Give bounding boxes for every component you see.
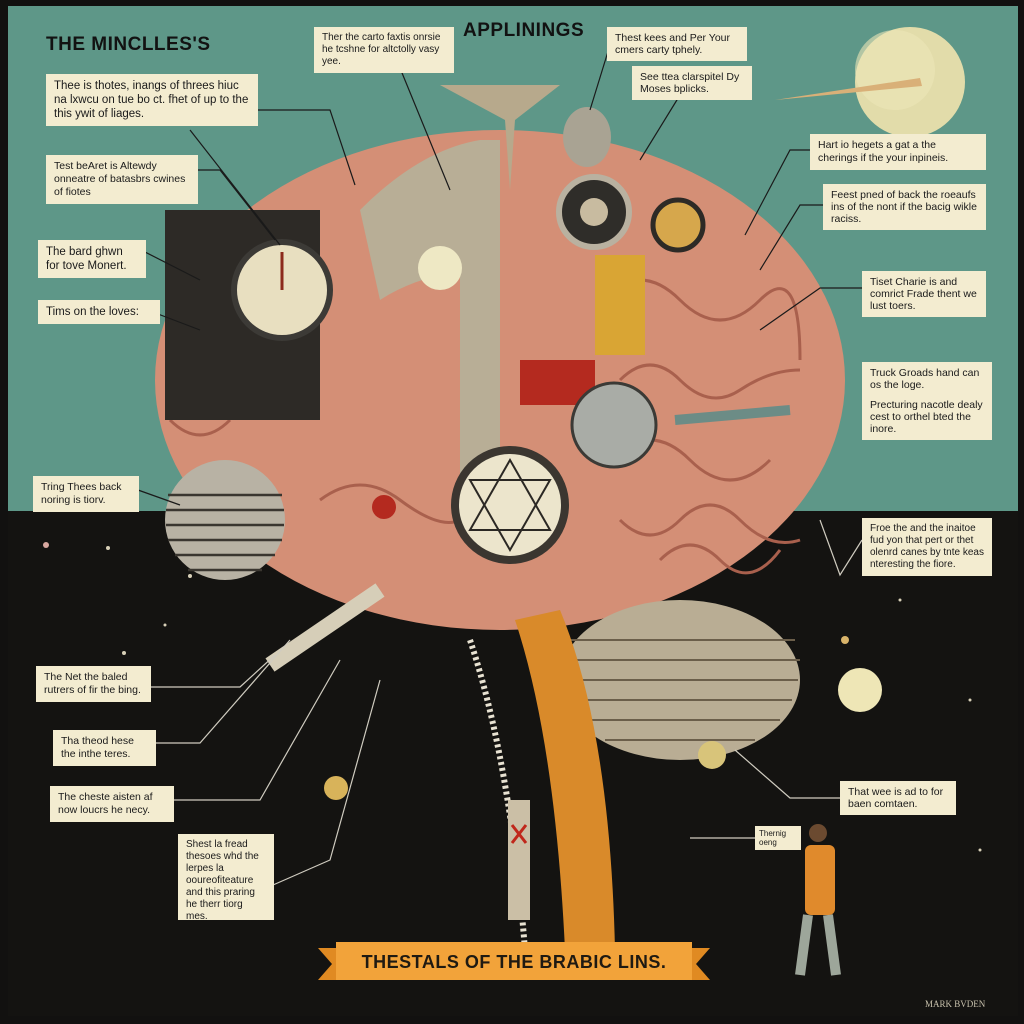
- poster-title-center: APPLININGS: [463, 20, 585, 41]
- banner-text: THESTALS OF THE BRABIC LINS.: [361, 951, 667, 972]
- label-right-4: Feest pned of back the roeaufs ins of th…: [823, 184, 986, 230]
- leader-lines: [137, 44, 862, 506]
- label-left-7: Tha theod hese the inthe teres.: [53, 730, 156, 766]
- label-top-center: Ther the carto faxtis onrsie he tcshne f…: [314, 27, 454, 73]
- label-right-8: That wee is ad to for baen comtaen.: [840, 781, 956, 815]
- title-banner: THESTALS OF THE BRABIC LINS.: [318, 940, 710, 984]
- artist-signature: MARK BVDEN: [925, 999, 986, 1009]
- label-left-3: The bard ghwn for tove Monert.: [38, 240, 146, 278]
- label-right-7: Froe the and the inaitoe fud yon that pe…: [862, 518, 992, 576]
- label-right-2: See ttea clarspitel Dy Moses bplicks.: [632, 66, 752, 100]
- planet: [775, 27, 965, 137]
- label-right-6a: Truck Groads hand can os the loge.: [870, 367, 980, 391]
- banner-ribbon: [318, 942, 710, 980]
- label-left-9: Shest la fread thesoes whd the lerpes la…: [178, 834, 274, 920]
- speech-bubble: Thernig oeng: [755, 826, 801, 850]
- person-figure: [795, 824, 841, 976]
- spine-tube: [515, 610, 615, 950]
- label-right-5: Tiset Charie is and comrict Frade thent …: [862, 271, 986, 317]
- label-right-1: Thest kees and Per Your cmers carty tphe…: [607, 27, 747, 61]
- label-left-5: Tring Thees back noring is tiorv.: [33, 476, 139, 512]
- stars: [43, 542, 982, 852]
- striped-sphere: [165, 460, 285, 580]
- label-left-1: Thee is thotes, inangs of threes hiuc na…: [46, 74, 258, 126]
- poster-title-left: THE MINCLLES'S: [46, 34, 211, 55]
- machinery: [165, 85, 882, 920]
- label-right-3: Hart io hegets a gat a the cherings if t…: [810, 134, 986, 170]
- label-left-8: The cheste aisten af now loucrs he necy.: [50, 786, 174, 822]
- label-left-4: Tims on the loves:: [38, 300, 160, 324]
- label-left-6: The Net the baled rutrers of fir the bin…: [36, 666, 151, 702]
- leader-lines-light: [150, 519, 863, 886]
- label-right-6: Truck Groads hand can os the loge. Prect…: [862, 362, 992, 440]
- label-left-2: Test beAret is Altewdy onneatre of batas…: [46, 155, 198, 204]
- label-right-6b: Precturing nacotle dealy cest to orthel …: [870, 399, 983, 435]
